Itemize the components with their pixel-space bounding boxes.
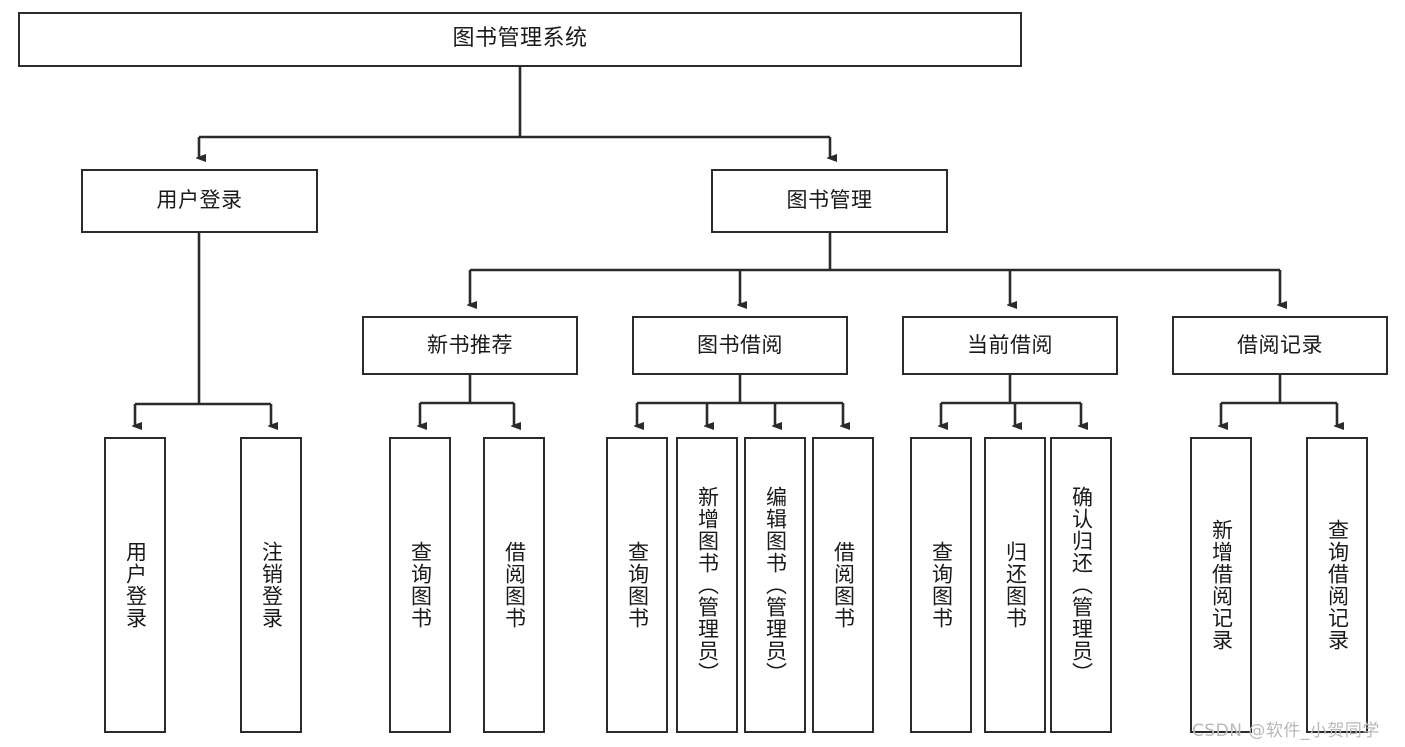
node-label: 确认归还（管理员） <box>1069 486 1094 684</box>
node-label: 图书管理系统 <box>452 26 588 52</box>
node-current-borrow[interactable]: 当前借阅 <box>902 316 1118 375</box>
node-label: 新增借阅记录 <box>1209 519 1234 651</box>
node-label: 新书推荐 <box>427 332 513 357</box>
node-leaf-add-record[interactable]: 新增借阅记录 <box>1190 437 1252 733</box>
node-book-manage[interactable]: 图书管理 <box>711 169 948 233</box>
node-label: 用户登录 <box>123 541 148 629</box>
node-label: 注销登录 <box>259 541 284 629</box>
node-leaf-user-login[interactable]: 用户登录 <box>104 437 166 733</box>
node-label: 新增图书（管理员） <box>695 486 720 684</box>
node-label: 用户登录 <box>156 188 243 213</box>
node-label: 借阅图书 <box>502 541 527 629</box>
node-label: 查询图书 <box>408 541 433 629</box>
node-label: 查询图书 <box>929 541 954 629</box>
node-borrow-record[interactable]: 借阅记录 <box>1172 316 1388 375</box>
node-leaf-edit-book[interactable]: 编辑图书（管理员） <box>744 437 806 733</box>
node-leaf-borrow-book-1[interactable]: 借阅图书 <box>483 437 545 733</box>
node-label: 编辑图书（管理员） <box>763 486 788 684</box>
node-leaf-logout[interactable]: 注销登录 <box>240 437 302 733</box>
node-new-book-recommend[interactable]: 新书推荐 <box>362 316 578 375</box>
node-root-system[interactable]: 图书管理系统 <box>18 12 1022 67</box>
node-label: 图书管理 <box>786 188 873 213</box>
node-leaf-query-book-3[interactable]: 查询图书 <box>910 437 972 733</box>
node-label: 查询图书 <box>625 541 650 629</box>
node-label: 归还图书 <box>1003 541 1028 629</box>
node-leaf-query-record[interactable]: 查询借阅记录 <box>1306 437 1368 733</box>
node-label: 借阅图书 <box>831 541 856 629</box>
node-label: 借阅记录 <box>1237 332 1323 357</box>
node-leaf-confirm-return[interactable]: 确认归还（管理员） <box>1050 437 1112 733</box>
node-label: 当前借阅 <box>967 332 1053 357</box>
node-user-login[interactable]: 用户登录 <box>81 169 318 233</box>
node-book-borrow[interactable]: 图书借阅 <box>632 316 848 375</box>
node-label: 查询借阅记录 <box>1325 519 1350 651</box>
node-leaf-add-book[interactable]: 新增图书（管理员） <box>676 437 738 733</box>
node-label: 图书借阅 <box>697 332 783 357</box>
node-leaf-query-book-1[interactable]: 查询图书 <box>389 437 451 733</box>
watermark-text: CSDN @软件_小贺同学 <box>1192 721 1380 741</box>
node-leaf-query-book-2[interactable]: 查询图书 <box>606 437 668 733</box>
node-leaf-return-book[interactable]: 归还图书 <box>984 437 1046 733</box>
node-leaf-borrow-book-2[interactable]: 借阅图书 <box>812 437 874 733</box>
